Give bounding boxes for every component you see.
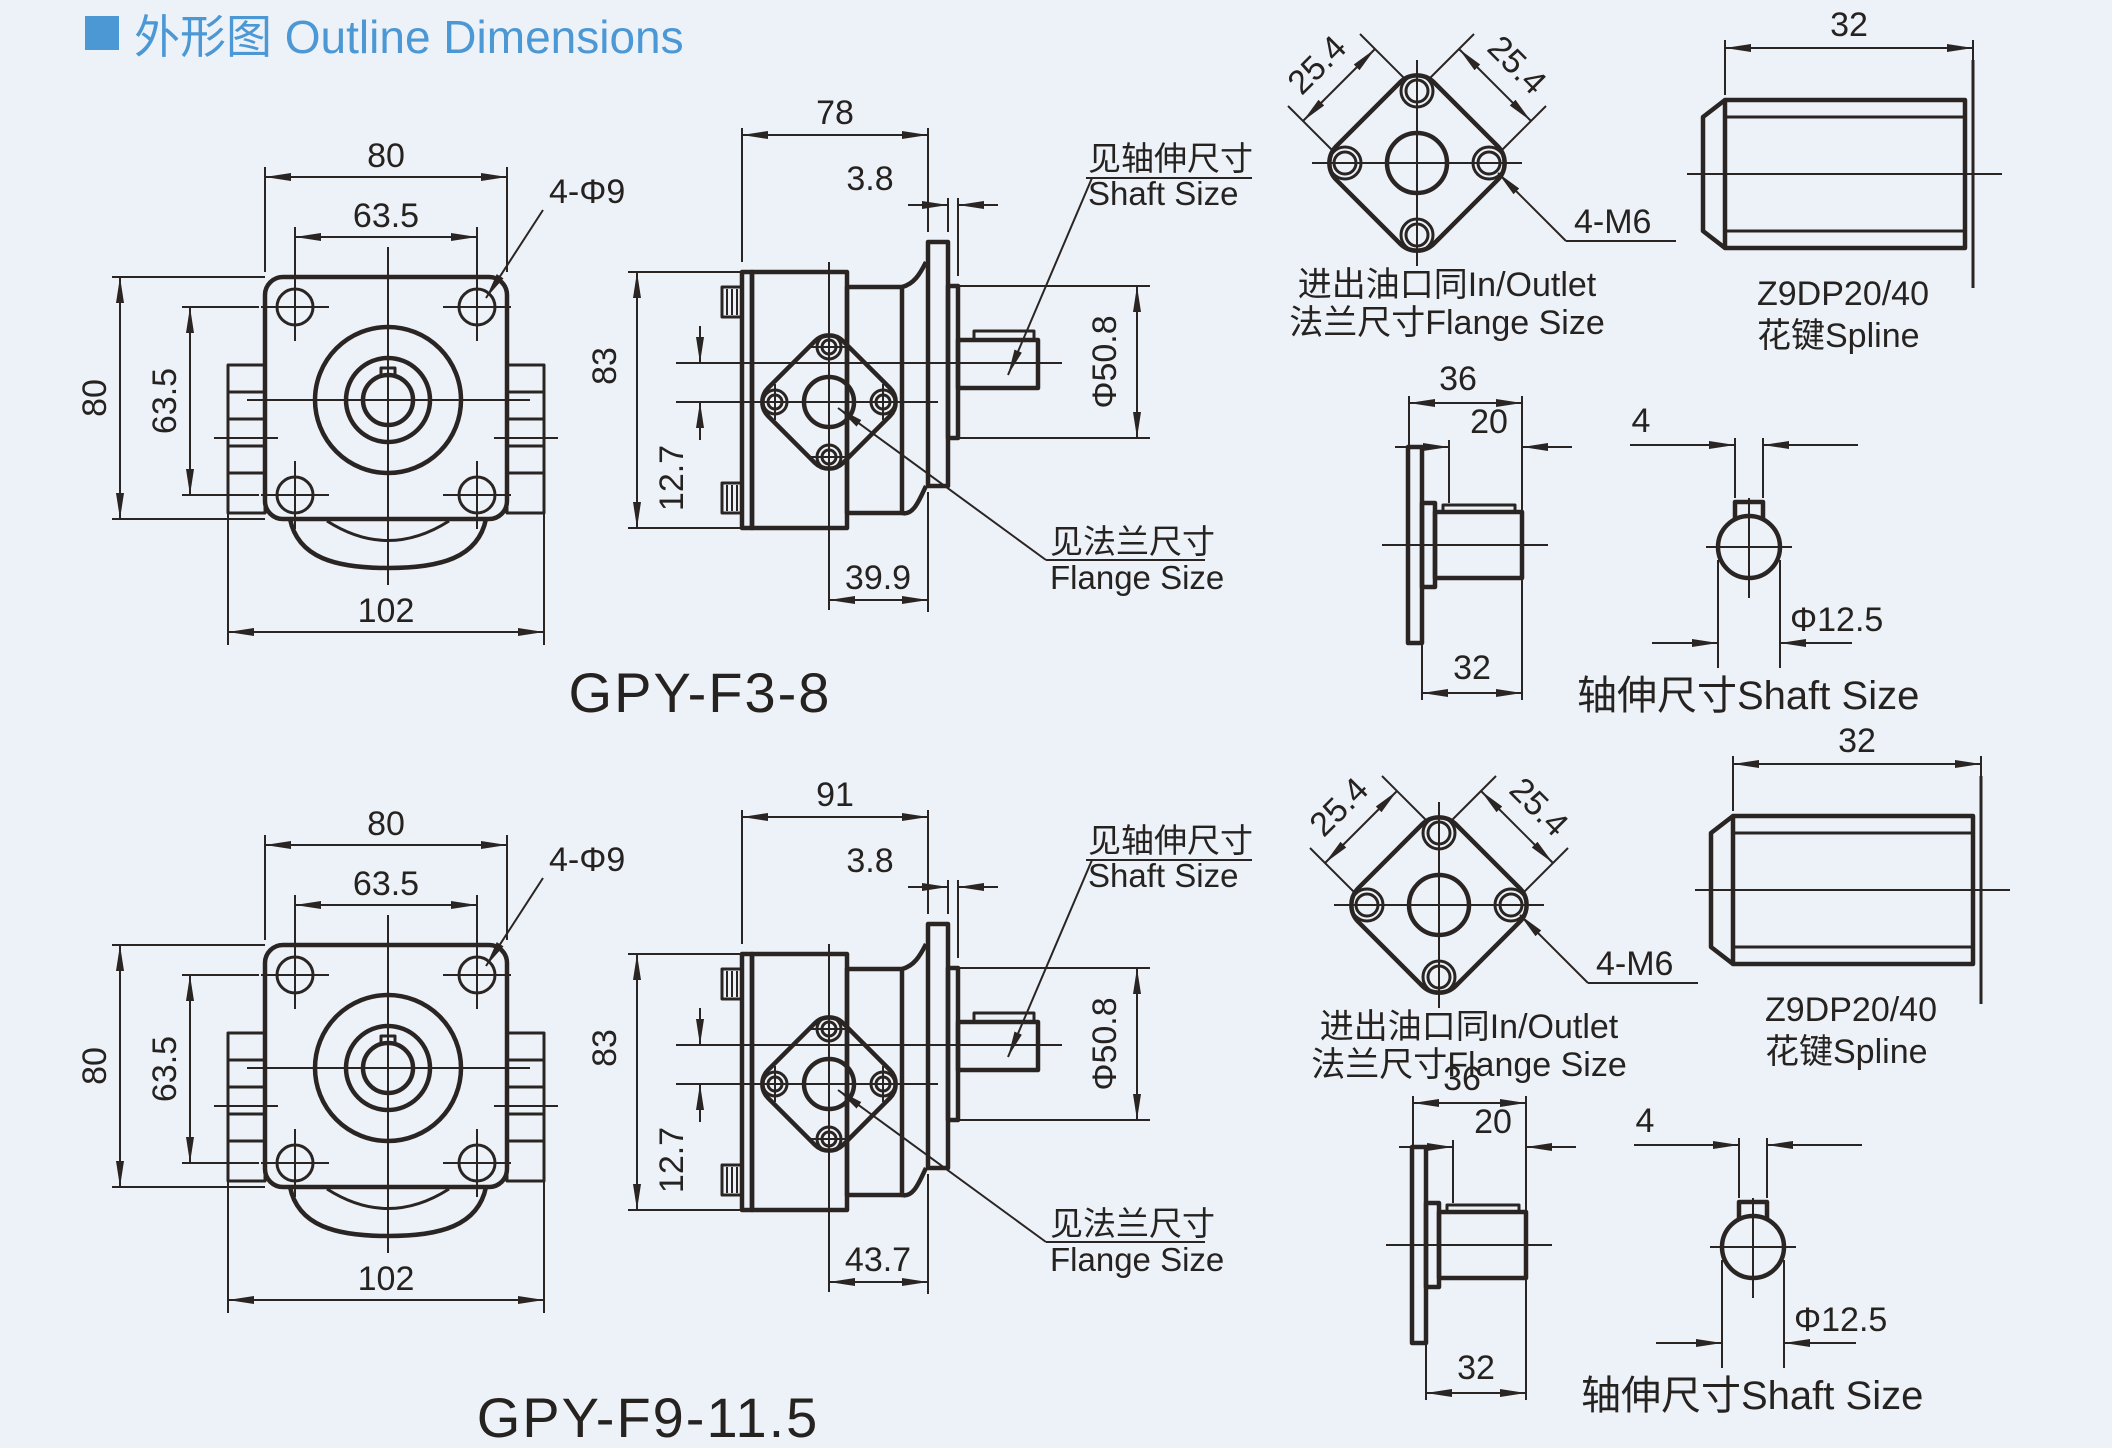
dim-center-to-flange: 39.9 — [845, 559, 911, 597]
dim-shaft-spline-length: 20 — [1470, 403, 1508, 441]
dim-flange-pitch-left: 25.4 — [1280, 28, 1354, 102]
dim-flange-pitch-right: 25.4 — [1480, 28, 1554, 102]
dim-shaft-diameter: Φ12.5 — [1790, 601, 1883, 639]
ref-flange-size-zh: 见法兰尺寸 — [1050, 1205, 1215, 1242]
shaft-caption: 轴伸尺寸Shaft Size — [1581, 1374, 1923, 1418]
dim-key-width: 4 — [1632, 402, 1651, 440]
dim-flange-pitch-left: 25.4 — [1302, 770, 1376, 844]
flange-caption-line1: 进出油口同In/Outlet — [1298, 266, 1597, 304]
label-mounting-holes: 4-Φ9 — [549, 841, 625, 879]
dim-bolt-square-width: 80 — [367, 805, 405, 843]
dim-bolt-square-width: 80 — [367, 137, 405, 175]
dim-shaft-shoulder-to-end: 32 — [1457, 1349, 1495, 1387]
shaft-caption: 轴伸尺寸Shaft Size — [1577, 674, 1919, 718]
dim-body-length: 78 — [816, 94, 854, 132]
page-title: 外形图 Outline Dimensions — [134, 11, 684, 63]
dim-shaft-shoulder-to-end: 32 — [1453, 649, 1491, 687]
label-flange-holes: 4-M6 — [1596, 945, 1673, 983]
label-flange-holes: 4-M6 — [1574, 203, 1651, 241]
dim-spline-length: 32 — [1830, 6, 1868, 44]
spline-caption-line2: 花键Spline — [1765, 1033, 1928, 1071]
flange-caption-line2: 法兰尺寸Flange Size — [1311, 1046, 1627, 1084]
dim-center-to-flange: 43.7 — [845, 1241, 911, 1279]
dim-overall-width: 102 — [358, 592, 415, 630]
dim-overall-width: 102 — [358, 1260, 415, 1298]
dim-center-offset: 12.7 — [653, 445, 691, 511]
dim-body-height: 83 — [586, 347, 624, 385]
dim-flange-thickness: 3.8 — [846, 160, 893, 198]
ref-flange-size-en: Flange Size — [1050, 559, 1224, 596]
dim-body-length: 91 — [816, 776, 854, 814]
dim-body-height: 83 — [586, 1029, 624, 1067]
model-name-f9-11-5: GPY-F9-11.5 — [477, 1386, 820, 1448]
ref-shaft-size-zh: 见轴伸尺寸 — [1088, 822, 1253, 859]
dim-spline-length: 32 — [1838, 722, 1876, 760]
dim-hole-pitch-width: 63.5 — [353, 865, 419, 903]
pump-drawing-gpy-f9-11-5: 80 63.5 80 63.5 102 4-Φ9 91 3.8 83 12.7 … — [76, 722, 2010, 1448]
dim-flange-pitch-right: 25.4 — [1502, 770, 1576, 844]
spline-detail-view — [1695, 756, 2010, 1004]
ref-shaft-size-zh: 见轴伸尺寸 — [1088, 140, 1253, 177]
dim-flange-thickness: 3.8 — [846, 842, 893, 880]
dim-shaft-flange-to-end: 36 — [1439, 360, 1477, 398]
section-marker-icon — [85, 16, 119, 50]
ref-flange-size-zh: 见法兰尺寸 — [1050, 523, 1215, 560]
dim-bolt-square-height: 80 — [76, 379, 114, 417]
pump-drawing-gpy-f3-8: 80 63.5 80 63.5 102 4-Φ9 78 3.8 83 12.7 … — [76, 6, 2002, 724]
ref-shaft-size-en: Shaft Size — [1088, 175, 1238, 212]
spline-caption-line1: Z9DP20/40 — [1765, 991, 1937, 1029]
ref-flange-size-en: Flange Size — [1050, 1241, 1224, 1278]
flange-caption-line1: 进出油口同In/Outlet — [1320, 1008, 1619, 1046]
spline-caption-line1: Z9DP20/40 — [1757, 275, 1929, 313]
dim-hole-pitch-height: 63.5 — [146, 368, 184, 434]
dim-center-offset: 12.7 — [653, 1127, 691, 1193]
flange-caption-line2: 法兰尺寸Flange Size — [1289, 304, 1605, 342]
ref-shaft-size-en: Shaft Size — [1088, 857, 1238, 894]
dim-hole-pitch-width: 63.5 — [353, 197, 419, 235]
label-mounting-holes: 4-Φ9 — [549, 173, 625, 211]
dim-key-width: 4 — [1636, 1102, 1655, 1140]
dim-bolt-square-height: 80 — [76, 1047, 114, 1085]
model-name-f3-8: GPY-F3-8 — [569, 661, 832, 724]
dim-hole-pitch-height: 63.5 — [146, 1036, 184, 1102]
spline-detail-view — [1687, 40, 2002, 288]
dim-pilot-diameter: Φ50.8 — [1086, 315, 1124, 408]
dim-shaft-spline-length: 20 — [1474, 1103, 1512, 1141]
dim-pilot-diameter: Φ50.8 — [1086, 997, 1124, 1090]
dim-shaft-flange-to-end: 36 — [1443, 1060, 1481, 1098]
spline-caption-line2: 花键Spline — [1757, 317, 1920, 355]
dim-shaft-diameter: Φ12.5 — [1794, 1301, 1887, 1339]
